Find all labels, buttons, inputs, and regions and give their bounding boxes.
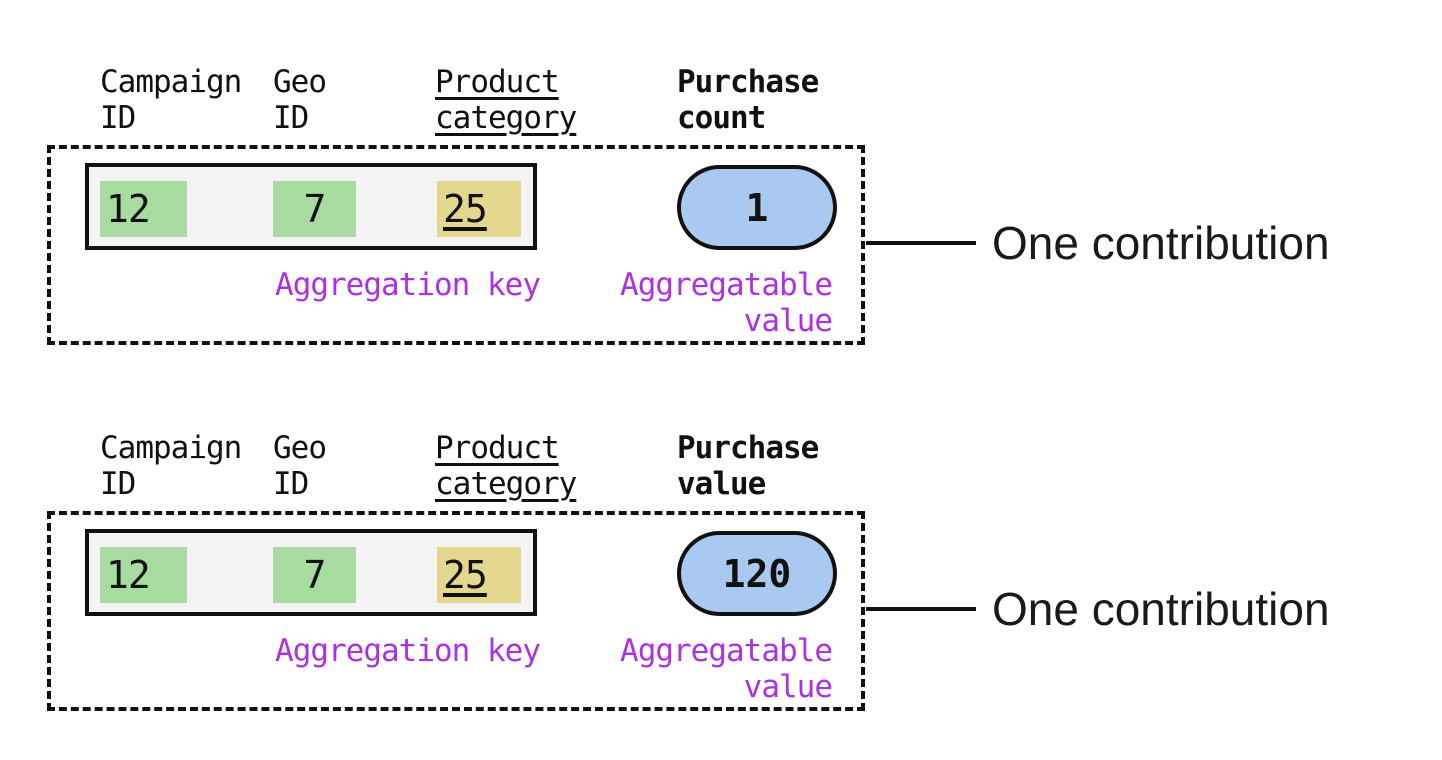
- contribution-boundary: [47, 145, 865, 345]
- geo-id-header: Geo ID: [273, 64, 327, 136]
- callout-connector-line: [866, 607, 976, 611]
- campaign-id-header: Campaign ID: [100, 430, 242, 502]
- aggregation-key-label: Aggregation key: [275, 633, 541, 669]
- campaign-id-cell: 12: [100, 547, 187, 603]
- aggregatable-value-label: Aggregatable value: [620, 633, 833, 705]
- aggregatable-value-pill: 1: [677, 165, 837, 250]
- contribution-section-purchase-count: Campaign ID Geo ID Product category Purc…: [0, 64, 1442, 394]
- contribution-section-purchase-value: Campaign ID Geo ID Product category Purc…: [0, 430, 1442, 760]
- campaign-id-cell: 12: [100, 181, 187, 237]
- geo-id-cell: 7: [273, 181, 356, 237]
- campaign-id-header: Campaign ID: [100, 64, 242, 136]
- product-category-header: Product category: [435, 430, 577, 502]
- purchase-value-header: Purchase value: [677, 430, 819, 502]
- aggregatable-value-label: Aggregatable value: [620, 267, 833, 339]
- geo-id-cell: 7: [273, 547, 356, 603]
- one-contribution-label: One contribution: [992, 217, 1330, 269]
- contribution-boundary: [47, 511, 865, 711]
- one-contribution-label: One contribution: [992, 583, 1330, 635]
- geo-id-header: Geo ID: [273, 430, 327, 502]
- aggregatable-value-pill: 120: [677, 531, 837, 616]
- product-category-cell: 25: [437, 181, 521, 237]
- aggregation-key-label: Aggregation key: [275, 267, 541, 303]
- product-category-header: Product category: [435, 64, 577, 136]
- callout-connector-line: [866, 241, 976, 245]
- product-category-cell: 25: [437, 547, 521, 603]
- purchase-count-header: Purchase count: [677, 64, 819, 136]
